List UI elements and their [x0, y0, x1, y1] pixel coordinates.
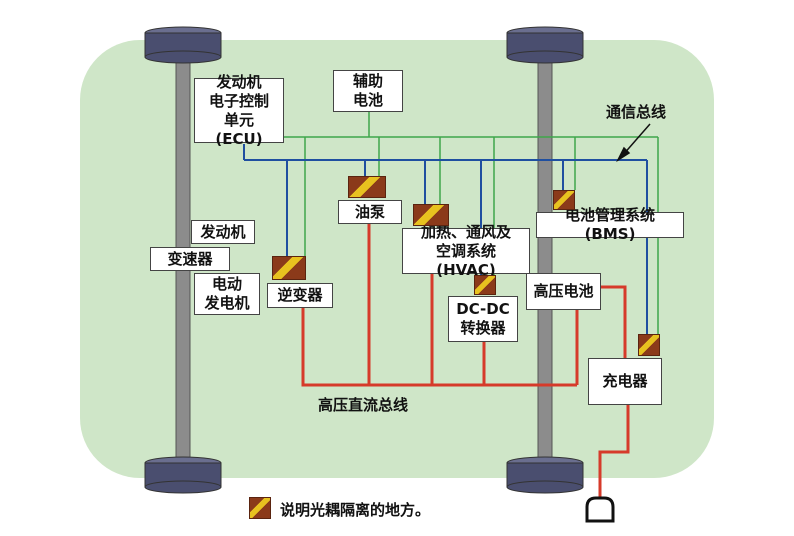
- legend-isolation-icon: [249, 497, 271, 519]
- optocoupler-isolation-icon: [348, 176, 386, 198]
- optocoupler-isolation-icon: [474, 275, 496, 295]
- comm-bus-lines: [243, 144, 648, 334]
- inverter-box: 逆变器: [267, 283, 333, 308]
- optocoupler-isolation-icon: [272, 256, 306, 280]
- charger-box: 充电器: [588, 358, 662, 405]
- aux-battery-box: 辅助 电池: [333, 70, 403, 112]
- wheel-top-left-rim: [144, 50, 222, 64]
- pointer-arrow-icon: [616, 123, 651, 163]
- engine-box: 发动机: [191, 220, 255, 244]
- oil-pump-box: 油泵: [338, 200, 402, 224]
- hvac-box: 加热、通风及 空调系统 (HVAC): [402, 223, 530, 279]
- charging-plug-icon: [585, 496, 615, 523]
- optocoupler-isolation-icon: [413, 204, 449, 226]
- legend-text: 说明光耦隔离的地方。: [280, 501, 431, 519]
- optocoupler-isolation-icon: [638, 334, 660, 356]
- transmission-box: 变速器: [150, 247, 230, 271]
- hv-battery-box: 高压电池: [526, 273, 601, 310]
- wheel-bottom-right-rim: [506, 480, 584, 494]
- rear-axle: [537, 54, 553, 468]
- hv-dc-bus-label: 高压直流总线: [318, 396, 409, 414]
- motor-generator-box: 电动 发电机: [194, 273, 260, 315]
- wheel-top-right-rim: [506, 50, 584, 64]
- wheel-bottom-left-rim: [144, 480, 222, 494]
- hv-bus-lines: [301, 224, 630, 497]
- vehicle-board: [80, 40, 714, 478]
- comm-bus-label: 通信总线: [606, 103, 667, 121]
- bms-box: 电池管理系统 (BMS): [536, 206, 684, 243]
- dcdc-box: DC-DC 转换器: [448, 296, 518, 342]
- optocoupler-isolation-icon: [553, 190, 575, 210]
- ecu-box: 发动机 电子控制 单元 (ECU): [194, 73, 284, 148]
